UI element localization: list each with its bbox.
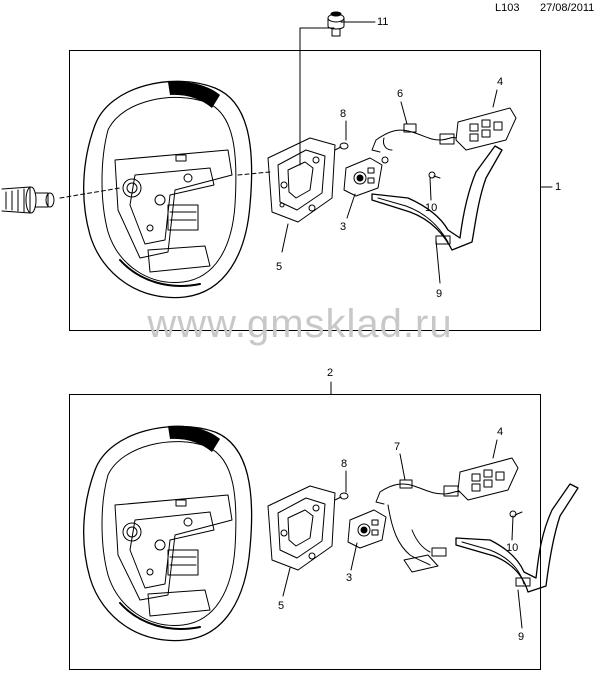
callout-1: 1	[555, 181, 562, 193]
bezel-5	[267, 137, 336, 223]
callout-3-b: 3	[346, 572, 353, 584]
callout-10: 10	[425, 202, 438, 214]
callout-5: 5	[276, 261, 283, 273]
assembly-1-frame	[69, 50, 541, 331]
callout-4-b: 4	[497, 426, 504, 438]
harness-7	[375, 479, 461, 573]
callout-6: 6	[397, 88, 404, 100]
screw-10-b	[509, 510, 523, 518]
switch-4-b	[457, 457, 519, 501]
screw-10	[428, 171, 441, 179]
assembly-2-frame	[69, 394, 541, 670]
switch-3-b	[347, 509, 387, 549]
diagram-code: L103	[495, 2, 520, 14]
callout-2: 2	[327, 367, 334, 379]
callout-8: 8	[340, 108, 347, 120]
assembly-1-leaders	[59, 21, 553, 284]
steering-column-1	[1, 186, 55, 214]
trim-9-b	[455, 483, 579, 593]
steering-wheel-1	[83, 80, 253, 299]
watermark: www.gmsklad.ru	[147, 302, 453, 346]
diagram-date: 27/08/2011	[540, 2, 595, 14]
trim-9	[371, 145, 503, 251]
callout-4: 4	[497, 76, 504, 88]
callout-9-b: 9	[518, 631, 525, 643]
callout-5-b: 5	[278, 600, 285, 612]
callout-3: 3	[340, 221, 347, 233]
screw-11	[327, 11, 345, 37]
assembly-2-leaders	[282, 381, 523, 629]
callout-11: 11	[377, 16, 389, 28]
screw-8-b	[334, 492, 349, 501]
harness-6	[371, 123, 457, 153]
bezel-5-b	[267, 485, 336, 571]
callout-9: 9	[436, 288, 443, 300]
callout-10-b: 10	[506, 542, 519, 554]
callout-7: 7	[394, 441, 401, 453]
screw-8	[334, 142, 349, 151]
callout-8-b: 8	[341, 458, 348, 470]
switch-4	[455, 107, 517, 151]
switch-3	[343, 156, 389, 197]
steering-wheel-2	[83, 425, 253, 642]
